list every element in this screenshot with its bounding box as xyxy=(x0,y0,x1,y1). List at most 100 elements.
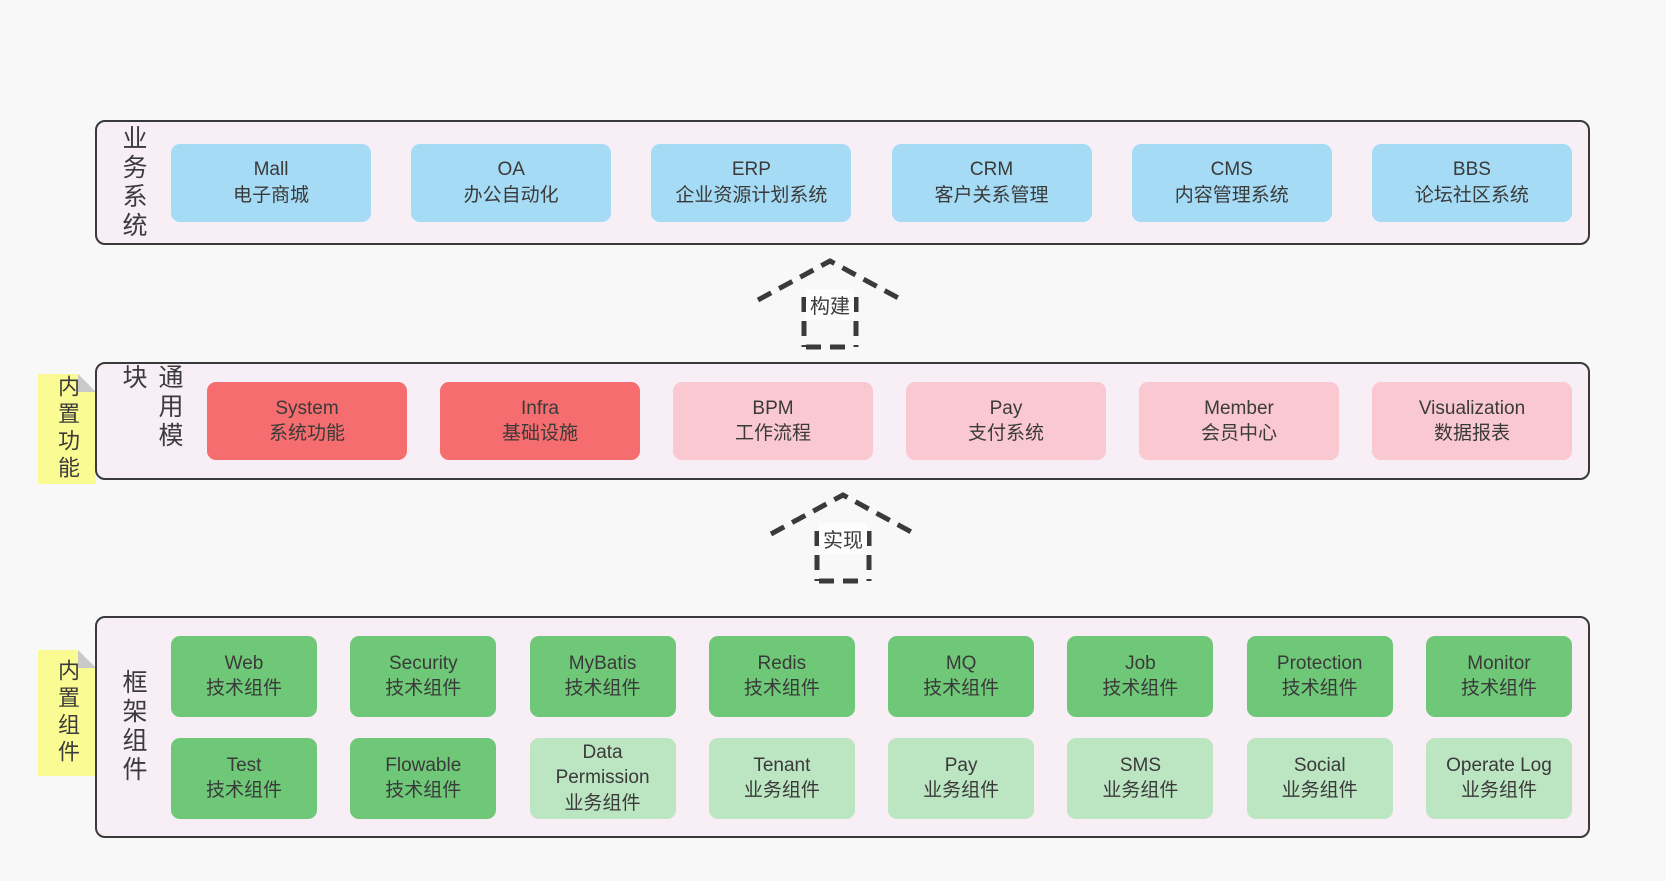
implement-arrow: 实现 xyxy=(765,487,921,585)
box-infra: Infra 基础设施 xyxy=(440,382,640,460)
box-subtitle: 技术组件 xyxy=(385,780,462,801)
box-bbs: BBS 论坛社区系统 xyxy=(1371,143,1572,222)
box-subtitle: 数据报表 xyxy=(1433,423,1510,444)
box-title: OA xyxy=(497,159,525,181)
box-subtitle: 论坛社区系统 xyxy=(1414,184,1529,206)
box-title: Tenant xyxy=(753,754,811,776)
business-boxes-row: Mall 电子商城 OA 办公自动化 ERP 企业资源计划系统 CRM 客户关系… xyxy=(171,143,1572,222)
box-pay-system: Pay 支付系统 xyxy=(906,382,1106,460)
box-mall: Mall 电子商城 xyxy=(171,143,371,222)
box-title: Operate Log xyxy=(1446,754,1552,776)
build-arrow: 构建 xyxy=(752,253,908,351)
box-subtitle: 业务组件 xyxy=(1281,780,1358,801)
box-title: Redis xyxy=(757,652,807,674)
box-subtitle: 内容管理系统 xyxy=(1174,184,1289,206)
box-title: MQ xyxy=(945,652,977,674)
box-title: Pay xyxy=(989,397,1023,419)
box-title: Security xyxy=(388,652,458,674)
box-oa: OA 办公自动化 xyxy=(411,143,612,222)
modules-boxes-row: System 系统功能 Infra 基础设施 BPM 工作流程 Pay 支付系统… xyxy=(207,382,1572,460)
box-redis: Redis 技术组件 xyxy=(708,635,855,717)
box-subtitle: 技术组件 xyxy=(1102,678,1179,699)
framework-components-panel: 框架组件 Web 技术组件 Security 技术组件 MyBatis 技术组件… xyxy=(95,616,1590,838)
implement-arrow-label: 实现 xyxy=(819,523,867,554)
box-subtitle: 电子商城 xyxy=(232,184,309,206)
box-subtitle: 会员中心 xyxy=(1200,423,1277,444)
up-arrow-dashed-icon xyxy=(769,492,917,584)
box-title: Protection xyxy=(1276,652,1363,674)
box-subtitle: 客户关系管理 xyxy=(934,184,1049,206)
box-title: Member xyxy=(1204,397,1274,419)
box-sms: SMS 业务组件 xyxy=(1067,737,1214,819)
box-security: Security 技术组件 xyxy=(350,635,497,717)
box-subtitle: 技术组件 xyxy=(205,678,282,699)
box-social: Social 业务组件 xyxy=(1246,737,1393,819)
up-arrow-dashed-icon xyxy=(756,258,904,350)
box-subtitle: 技术组件 xyxy=(564,678,641,699)
box-subtitle: 工作流程 xyxy=(734,423,811,444)
box-web: Web 技术组件 xyxy=(171,635,317,717)
box-title: MyBatis xyxy=(568,652,637,674)
box-title: BPM xyxy=(752,397,794,419)
box-title: ERP xyxy=(731,159,771,181)
box-subtitle: 业务组件 xyxy=(923,780,1000,801)
framework-row-1: Web 技术组件 Security 技术组件 MyBatis 技术组件 Redi… xyxy=(171,635,1572,717)
box-title: Mall xyxy=(253,159,289,181)
box-subtitle: 技术组件 xyxy=(743,678,820,699)
box-subtitle: 业务组件 xyxy=(743,780,820,801)
box-subtitle: 技术组件 xyxy=(1281,678,1358,699)
box-cms: CMS 内容管理系统 xyxy=(1131,143,1332,222)
box-subtitle: 业务组件 xyxy=(1102,780,1179,801)
box-title: Flowable xyxy=(385,754,462,776)
box-member: Member 会员中心 xyxy=(1139,382,1339,460)
box-title: Job xyxy=(1125,652,1156,674)
box-title: Monitor xyxy=(1467,652,1531,674)
box-mq: MQ 技术组件 xyxy=(888,635,1035,717)
box-subtitle: 技术组件 xyxy=(923,678,1000,699)
box-erp: ERP 企业资源计划系统 xyxy=(651,143,852,222)
box-tenant: Tenant 业务组件 xyxy=(708,737,855,819)
box-bpm: BPM 工作流程 xyxy=(673,382,873,460)
box-title: SMS xyxy=(1119,754,1161,776)
box-subtitle: 技术组件 xyxy=(1460,678,1537,699)
box-title: BBS xyxy=(1452,159,1491,181)
box-job: Job 技术组件 xyxy=(1067,635,1214,717)
box-subtitle: 支付系统 xyxy=(967,423,1044,444)
box-subtitle: 技术组件 xyxy=(205,780,282,801)
box-monitor: Monitor 技术组件 xyxy=(1425,635,1572,717)
box-title: Infra xyxy=(520,397,560,419)
box-operate-log: Operate Log 业务组件 xyxy=(1425,737,1572,819)
box-title: Visualization xyxy=(1418,397,1526,419)
sticky-note-built-in-components: 内置组件 xyxy=(38,650,96,776)
box-subtitle: 企业资源计划系统 xyxy=(675,184,828,206)
sticky-note-text: 内置功能 xyxy=(55,375,80,483)
box-title: Test xyxy=(226,754,262,776)
build-arrow-label: 构建 xyxy=(806,289,854,320)
business-systems-panel: 业务系统 Mall 电子商城 OA 办公自动化 ERP 企业资源计划系统 CRM… xyxy=(95,120,1590,245)
box-pay-component: Pay 业务组件 xyxy=(888,737,1035,819)
box-flowable: Flowable 技术组件 xyxy=(350,737,497,819)
box-protection: Protection 技术组件 xyxy=(1246,635,1393,717)
box-mybatis: MyBatis 技术组件 xyxy=(529,635,676,717)
box-visualization: Visualization 数据报表 xyxy=(1372,382,1572,460)
box-subtitle: 系统功能 xyxy=(268,423,345,444)
box-subtitle: 基础设施 xyxy=(501,423,578,444)
sticky-note-text: 内置组件 xyxy=(55,659,80,767)
box-subtitle: 办公自动化 xyxy=(463,184,559,206)
business-panel-label: 业务系统 xyxy=(119,124,147,241)
framework-row-2: Test 技术组件 Flowable 技术组件 Data Permission … xyxy=(171,737,1572,819)
box-title: System xyxy=(275,397,339,419)
modules-panel-label: 通用模块 xyxy=(119,364,183,451)
box-subtitle: 业务组件 xyxy=(1460,780,1537,801)
common-modules-panel: 通用模块 System 系统功能 Infra 基础设施 BPM 工作流程 Pay… xyxy=(95,362,1590,480)
box-data-permission: Data Permission 业务组件 xyxy=(529,737,676,819)
box-title: Data Permission xyxy=(555,742,650,789)
box-system: System 系统功能 xyxy=(207,382,407,460)
box-title: Social xyxy=(1293,754,1346,776)
framework-panel-label: 框架组件 xyxy=(119,669,147,785)
box-title: CRM xyxy=(969,159,1014,181)
box-test: Test 技术组件 xyxy=(171,737,317,819)
box-title: Web xyxy=(224,652,264,674)
sticky-note-built-in-features: 内置功能 xyxy=(38,374,96,484)
